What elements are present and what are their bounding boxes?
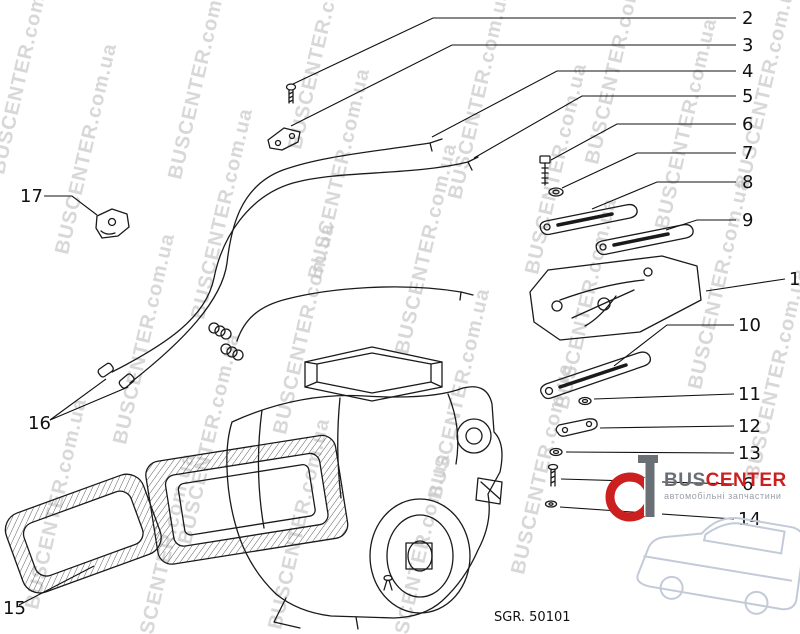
cable-grommet-a — [97, 362, 114, 378]
control-cables — [97, 138, 479, 389]
callout-leader-line — [593, 393, 735, 400]
cable-hook-end-b — [429, 138, 443, 152]
clamp-part-3 — [267, 127, 301, 151]
watermark-text: BUSCENTER.com.ua — [269, 221, 339, 436]
callout-number-9: 9 — [742, 210, 753, 231]
van-sketch-icon — [636, 516, 800, 615]
bolt-part-6 — [539, 155, 551, 186]
buscenter-logo-text: BUSCENTER — [664, 470, 787, 491]
callout-number-6: 6 — [742, 474, 753, 495]
watermark-text: BUSCENTER.com.ua — [51, 41, 121, 256]
callout-number-4: 4 — [742, 61, 753, 82]
control-bracket-part-1 — [529, 255, 702, 341]
callout-leader-line — [44, 195, 98, 216]
gasket-part-15 — [4, 473, 162, 594]
callout-leader-line — [49, 386, 129, 421]
callout-leader-line — [613, 324, 734, 367]
watermark-text: BUSCENTER.com.ua — [444, 0, 514, 201]
lever-part-8 — [539, 203, 638, 236]
callout-number-17: 17 — [20, 186, 43, 207]
callout-number-1: 1 — [789, 269, 800, 290]
callout-leader-line — [431, 70, 736, 138]
callout-leader-line — [18, 565, 95, 606]
exploded-view-artwork — [4, 83, 702, 630]
washer-part-14 — [544, 500, 558, 508]
callout-leader-line — [591, 181, 736, 210]
buscenter-logo: BUSCENTER автомобільні запчастини — [605, 455, 800, 615]
callout-leader-line — [565, 451, 735, 454]
callout-leader-line — [49, 378, 107, 421]
washer-part-11 — [578, 396, 592, 406]
link-part-12 — [555, 418, 598, 437]
control-lever-assembly — [529, 155, 702, 508]
callout-number-16: 16 — [28, 413, 51, 434]
callout-number-13: 13 — [738, 443, 761, 464]
callout-number-3: 3 — [742, 35, 753, 56]
callout-number-8: 8 — [742, 172, 753, 193]
bracket-part-17 — [95, 208, 130, 239]
callout-number-10: 10 — [738, 315, 761, 336]
screw-part-2 — [285, 83, 297, 104]
callout-number-6: 6 — [742, 114, 753, 135]
lever-part-10 — [540, 351, 652, 400]
buscenter-logo-tagline: автомобільні запчастини — [664, 491, 782, 501]
lever-part-9 — [595, 223, 694, 256]
watermark-text: BUSCENTER.com.ua — [581, 0, 651, 166]
callout-leader-line — [292, 17, 736, 85]
buscenter-logo-glyph — [605, 455, 662, 522]
callout-number-7: 7 — [742, 143, 753, 164]
heater-top-duct — [304, 346, 443, 402]
callout-number-12: 12 — [738, 416, 761, 437]
watermark-text: BUSCENTER.com.ua — [521, 61, 591, 276]
blower-outlet — [369, 498, 471, 614]
callout-leader-line — [665, 219, 736, 231]
cable-hook-end-a — [467, 156, 479, 171]
callout-leader-line — [705, 278, 786, 292]
screw-part-6-lower — [547, 463, 559, 487]
watermark-text: BUSCENTER.com.ua — [0, 0, 57, 176]
watermark-text: BUSCENTER.com.ua — [187, 106, 257, 321]
figure-code: SGR. 50101 — [494, 610, 571, 625]
callout-leader-line — [599, 425, 735, 429]
cable-coil-springs — [208, 322, 244, 361]
washer-part-7 — [548, 187, 564, 197]
washer-part-13 — [549, 447, 563, 457]
mounting-frame-seal — [145, 434, 349, 565]
callout-number-15: 15 — [3, 598, 26, 619]
heater-assembly — [145, 346, 503, 630]
callout-number-11: 11 — [738, 384, 761, 405]
callout-number-5: 5 — [742, 86, 753, 107]
callout-leader-line — [550, 123, 736, 161]
callout-leader-line — [561, 152, 736, 189]
watermark-text: BUSCENTER.com.ua — [684, 176, 754, 391]
callout-leader-line — [290, 44, 736, 127]
cable-grommet-b — [118, 373, 135, 389]
callout-number-2: 2 — [742, 8, 753, 29]
cable-hook-end-c — [459, 291, 474, 301]
callout-leader-line — [473, 95, 736, 159]
